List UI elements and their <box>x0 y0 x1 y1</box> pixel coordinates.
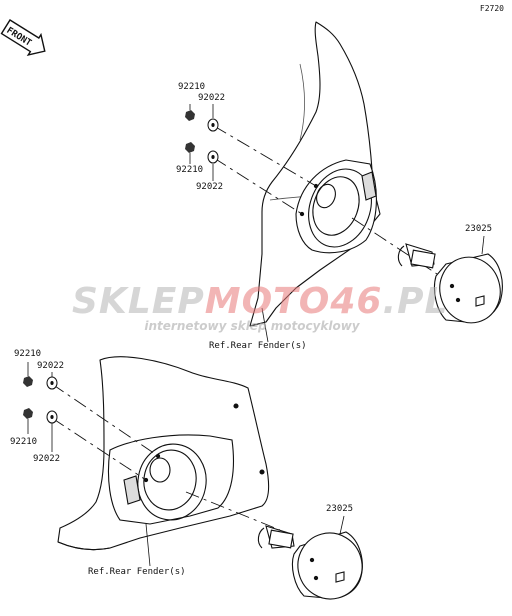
upper-speaker-housing <box>295 159 377 254</box>
lower-washer-bottom-icon <box>46 410 58 424</box>
lower-speaker-icon <box>257 525 363 600</box>
lower-nut-top-icon <box>23 376 33 387</box>
upper-part-leaders <box>189 104 485 255</box>
part-number-lower-speaker: 23025 <box>326 504 354 514</box>
part-number-lower-nut-bottom: 92210 <box>10 437 38 447</box>
figure-code: F2720 <box>479 4 504 13</box>
upper-speaker-icon <box>397 243 503 324</box>
lower-washer-top-icon <box>46 376 58 390</box>
lower-leader-lines <box>51 383 281 531</box>
part-number-upper-washer-top: 92022 <box>198 93 226 103</box>
upper-nut-bottom-icon <box>185 142 195 153</box>
lower-speaker-housing <box>107 403 265 525</box>
part-number-upper-nut-bottom: 92210 <box>176 165 204 175</box>
part-number-lower-nut-top: 92210 <box>14 349 42 359</box>
reference-upper-rear-fender: Ref.Rear Fender(s) <box>209 341 307 351</box>
part-number-lower-washer-top: 92022 <box>37 361 65 371</box>
upper-washer-top-icon <box>207 118 219 132</box>
part-number-upper-speaker: 23025 <box>465 224 493 234</box>
part-number-upper-nut-top: 92210 <box>178 82 206 92</box>
reference-lower-rear-fender: Ref.Rear Fender(s) <box>88 567 186 577</box>
lower-nut-bottom-icon <box>23 408 33 419</box>
part-number-upper-washer-bottom: 92022 <box>196 182 224 192</box>
part-number-lower-washer-bottom: 92022 <box>33 454 61 464</box>
upper-nut-top-icon <box>185 110 195 121</box>
lower-part-leaders <box>27 307 345 567</box>
front-arrow-icon: FRONT <box>0 19 46 57</box>
upper-washer-bottom-icon <box>207 150 219 164</box>
